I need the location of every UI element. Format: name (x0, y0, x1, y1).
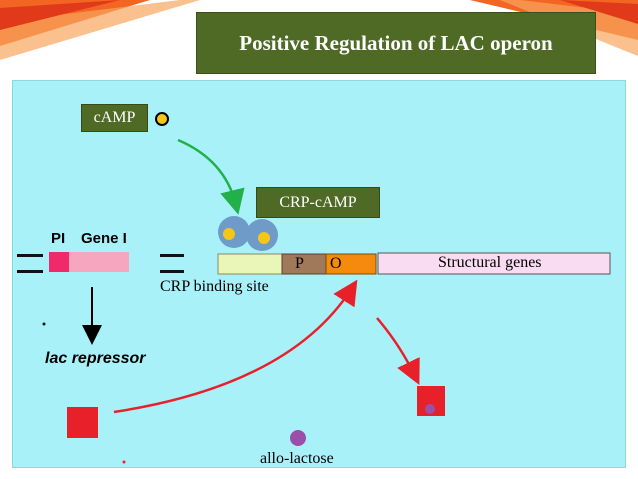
promoter-region (281, 253, 327, 275)
gene-i-label: Gene I (81, 230, 127, 247)
structural-genes-label: Structural genes (438, 254, 542, 271)
structural-genes-region (377, 252, 611, 275)
green-binding-arrow (177, 138, 245, 215)
repressor-label: lac repressor (45, 350, 146, 367)
pi-label: PI (51, 230, 66, 247)
pi-region (49, 252, 69, 272)
gene-i-region (69, 252, 129, 272)
repressor-square-icon (67, 407, 98, 438)
operator-region (325, 253, 377, 275)
allolactose-molecule-icon (290, 430, 306, 446)
allolactose-label: allo-lactose (260, 450, 334, 467)
crp-binding-site-region (217, 253, 283, 275)
promoter-label: P (295, 255, 304, 272)
crp-camp-complex-icon (218, 216, 278, 251)
crp-binding-site-label: CRP binding site (160, 278, 269, 295)
red-repressor-arrow (113, 279, 358, 414)
red-release-arrow (376, 317, 420, 386)
crp-camp-label: CRP-cAMP (256, 187, 380, 218)
camp-label: cAMP (81, 104, 148, 132)
camp-molecule-icon (155, 112, 169, 126)
operator-label: O (330, 255, 342, 272)
slide-title: Positive Regulation of LAC operon (196, 12, 596, 74)
dna-strand-dashes (17, 254, 184, 273)
